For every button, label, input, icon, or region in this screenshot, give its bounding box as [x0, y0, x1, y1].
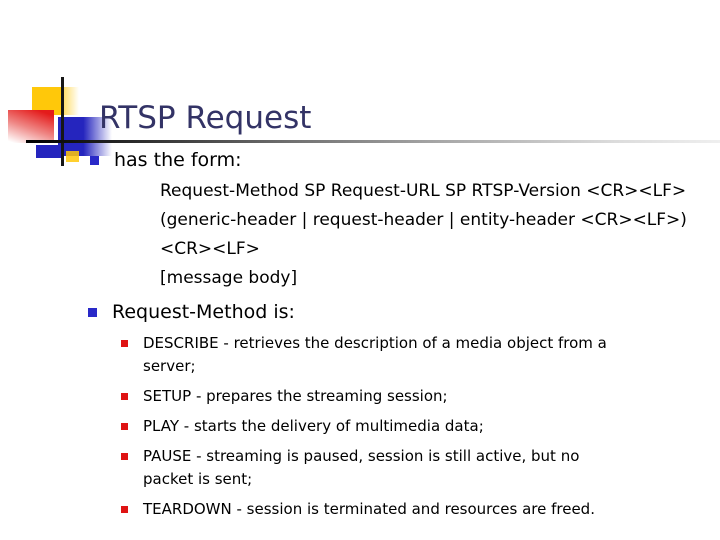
- bullet-label: Request-Method is:: [112, 301, 295, 323]
- square-bullet-icon: [121, 506, 128, 513]
- method-text: PLAY - starts the delivery of multimedia…: [143, 417, 484, 435]
- method-list-item: TEARDOWN - session is terminated and res…: [121, 498, 720, 521]
- logo-yellow-square-small: [66, 151, 79, 162]
- logo-yellow-fade: [61, 87, 79, 115]
- crosshair-vertical-line: [61, 77, 64, 166]
- method-text: PAUSE - streaming is paused, session is …: [143, 447, 580, 488]
- square-bullet-icon: [121, 453, 128, 460]
- bullet-item-form: has the form:: [90, 148, 242, 172]
- logo-blue-square: [58, 117, 112, 156]
- method-list-item: DESCRIBE - retrieves the description of …: [121, 332, 720, 378]
- square-bullet-icon: [88, 308, 97, 317]
- logo-blue-square-small: [36, 145, 62, 158]
- square-bullet-icon: [121, 340, 128, 347]
- bullet-item-methods: Request-Method is:: [88, 300, 295, 324]
- square-bullet-icon: [90, 156, 99, 165]
- method-list: DESCRIBE - retrieves the description of …: [121, 332, 720, 528]
- bullet-label: has the form:: [114, 149, 242, 171]
- method-text: TEARDOWN - session is terminated and res…: [143, 500, 595, 518]
- square-bullet-icon: [121, 393, 128, 400]
- logo-red-square: [8, 110, 54, 143]
- square-bullet-icon: [121, 423, 128, 430]
- page-title: RTSP Request: [99, 100, 312, 136]
- method-list-item: PAUSE - streaming is paused, session is …: [121, 445, 720, 491]
- method-list-item: SETUP - prepares the streaming session;: [121, 385, 720, 408]
- method-list-item: PLAY - starts the delivery of multimedia…: [121, 415, 720, 438]
- method-text: DESCRIBE - retrieves the description of …: [143, 334, 607, 375]
- request-format-block: Request-Method SP Request-URL SP RTSP-Ve…: [160, 181, 687, 288]
- method-text: SETUP - prepares the streaming session;: [143, 387, 448, 405]
- title-underline: [26, 140, 720, 143]
